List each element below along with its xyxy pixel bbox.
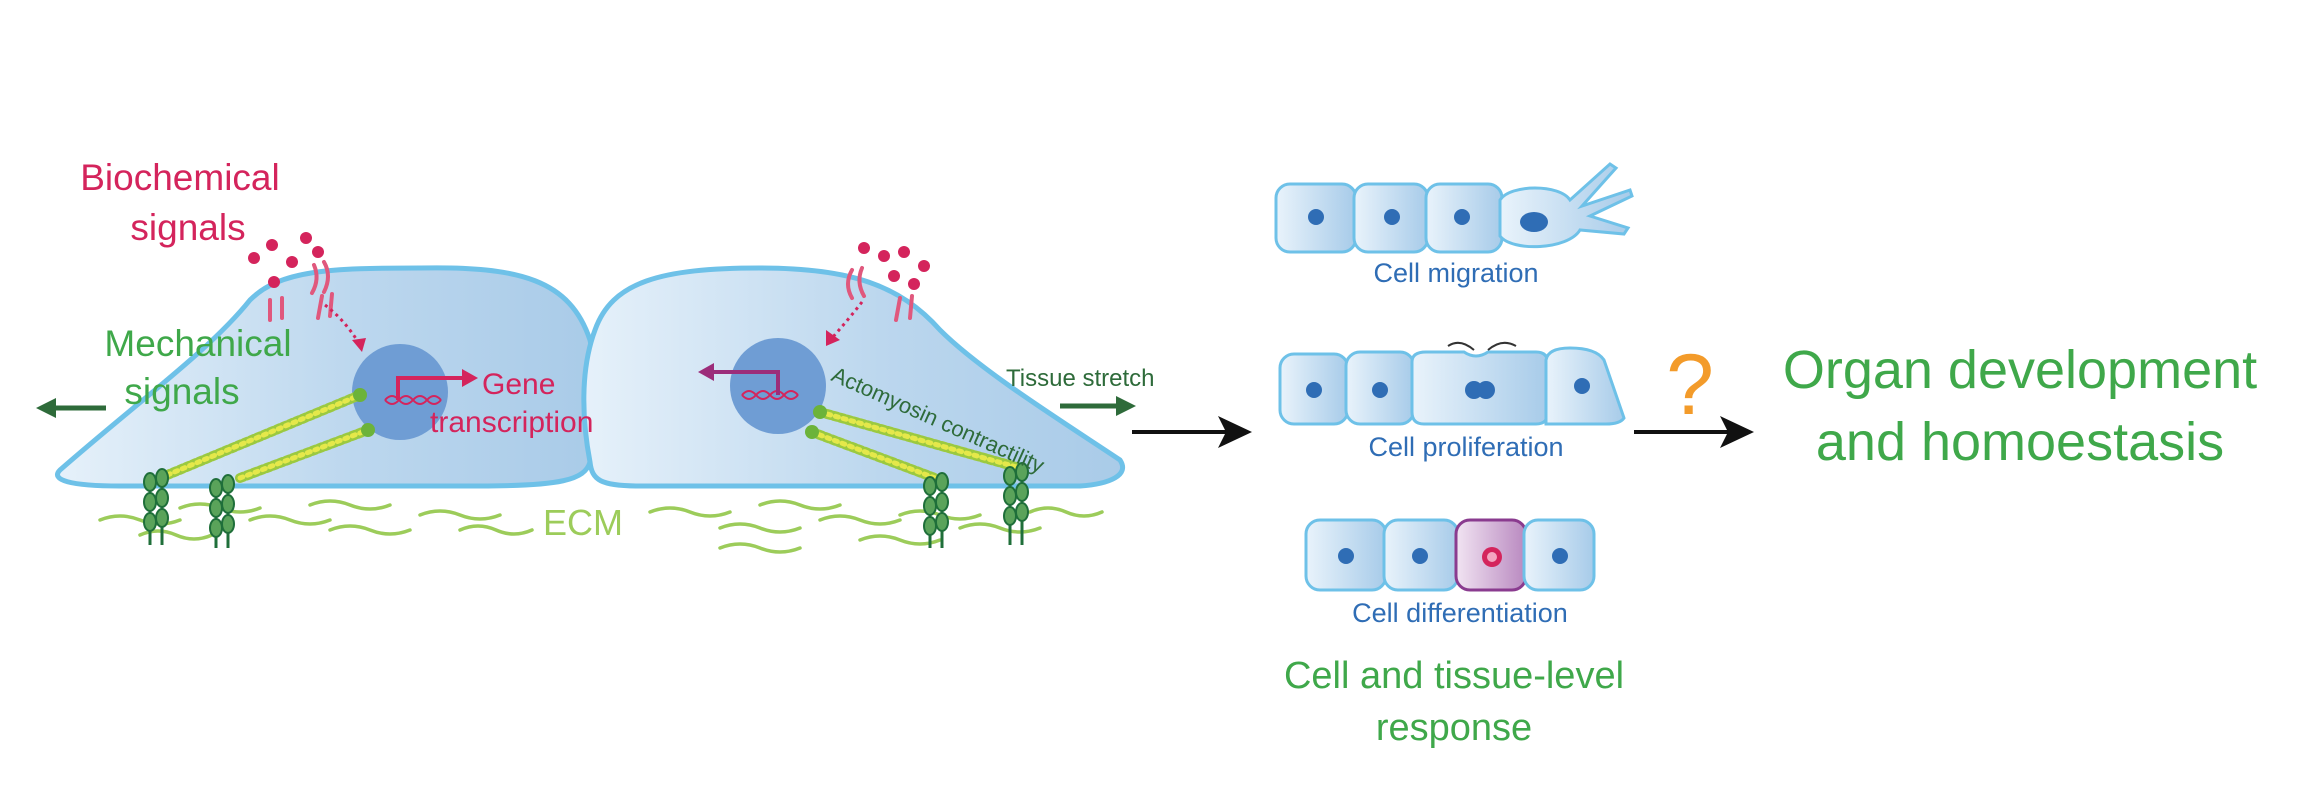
cell-differentiation-row: [1304, 518, 1596, 592]
left-actin-bundles: [155, 388, 375, 483]
left-transcription-arrow: [396, 376, 465, 400]
tissue-stretch-arrowhead: [1116, 396, 1136, 416]
right-cell-body: [581, 265, 1125, 489]
left-transcription-arrowhead: [462, 369, 478, 387]
left-mechanical-arrowhead: [36, 398, 56, 418]
left-dna-icon: [384, 395, 442, 405]
right-dna-icon: [741, 390, 799, 400]
right-actin-bundles: [805, 405, 1025, 483]
right-signal-arrowhead: [826, 330, 840, 346]
cell-migration-row: [1274, 162, 1634, 254]
tissue-stretch-label: Tissue stretch: [1006, 365, 1155, 392]
left-receptor-icons: [268, 260, 334, 322]
flow-arrow-2-head: [1720, 416, 1754, 448]
left-signal-arrowhead: [352, 338, 366, 352]
gene-label-line1: Gene: [482, 368, 555, 401]
cell-migration-label: Cell migration: [1373, 258, 1538, 288]
right-receptor-icons: [846, 266, 914, 322]
organ-label-line2: and homoestasis: [1816, 412, 2224, 472]
left-ligand-dots: [248, 232, 324, 288]
flow-arrow-1-head: [1218, 416, 1252, 448]
cell-proliferation-label: Cell proliferation: [1368, 432, 1563, 462]
left-cell-body: [55, 265, 600, 489]
gene-label-line2: transcription: [430, 406, 593, 439]
division-arrows-icon: [1447, 341, 1517, 351]
biochemical-label-line2: signals: [130, 207, 245, 248]
question-mark: ?: [1666, 337, 1714, 433]
right-ligand-dots: [858, 242, 930, 290]
right-transcription-arrowhead: [698, 363, 714, 381]
ecm-label: ECM: [543, 502, 623, 543]
mechanical-label-line1: Mechanical: [104, 323, 291, 364]
response-label-line2: response: [1376, 707, 1532, 749]
cell-proliferation-row: [1278, 346, 1626, 426]
response-label-line1: Cell and tissue-level: [1284, 655, 1624, 697]
right-transcription-arrow: [712, 370, 780, 395]
right-signal-path: [830, 301, 864, 339]
biochemical-label-line1: Biochemical: [80, 157, 279, 198]
ecm-fibers: [98, 499, 1104, 554]
cell-differentiation-label: Cell differentiation: [1352, 598, 1568, 628]
organ-label-line1: Organ development: [1783, 340, 2257, 400]
right-integrin-icons: [923, 462, 1029, 548]
left-integrin-icons: [143, 468, 235, 548]
mechanical-label-line2: signals: [124, 371, 239, 412]
